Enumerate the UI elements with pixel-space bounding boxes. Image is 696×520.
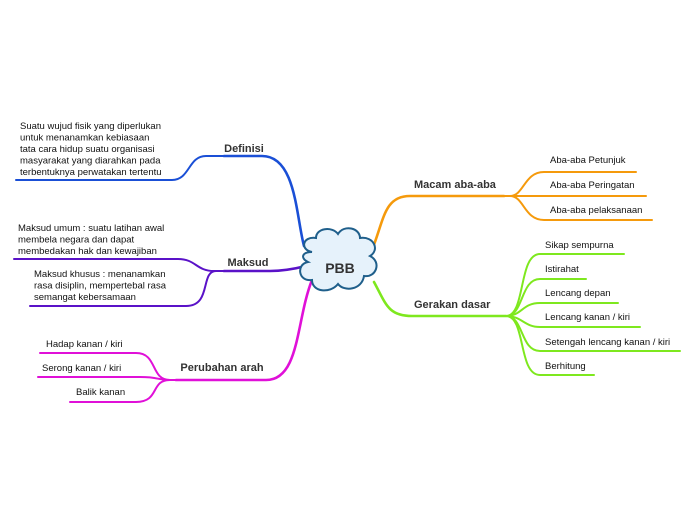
connector-perubahan-arah-leaf-2	[37, 376, 177, 381]
branch-label-gerakan-dasar: Gerakan dasar	[414, 299, 491, 311]
connector-gerakan-dasar-leaf-6	[505, 315, 595, 376]
leaf-text: Maksud umum : suatu latihan awal membela…	[18, 223, 167, 257]
connector-macam-aba-aba-leaf-3	[503, 195, 653, 221]
leaf-istirahat[interactable]: Istirahat	[545, 264, 579, 275]
central-topic-label: PBB	[325, 260, 355, 276]
branch-label-maksud: Maksud	[228, 257, 269, 269]
leaf-aba-aba-pelaksanaan[interactable]: Aba-aba pelaksanaan	[550, 205, 642, 216]
leaf-serong-kanan-kiri[interactable]: Serong kanan / kiri	[42, 363, 121, 374]
leaf-text: Serong kanan / kiri	[42, 363, 121, 374]
leaf-text: Suatu wujud fisik yang diperlukan untuk …	[20, 121, 164, 178]
leaf-aba-aba-peringatan[interactable]: Aba-aba Peringatan	[550, 180, 635, 191]
leaf-text: Berhitung	[545, 361, 586, 372]
connector-perubahan-arah	[174, 278, 314, 382]
branch-maksud[interactable]: Maksud Maksud umum : suatu latihan awal …	[18, 223, 268, 303]
leaf-sikap-sempurna[interactable]: Sikap sempurna	[545, 240, 614, 251]
cloud-icon	[299, 227, 378, 292]
connector-definisi-leaf-1	[15, 155, 225, 181]
leaf-lencang-depan[interactable]: Lencang depan	[545, 288, 611, 299]
leaf-text: Setengah lencang kanan / kiri	[545, 337, 670, 348]
leaf-text: Aba-aba Petunjuk	[550, 155, 626, 166]
branch-macam-aba-aba[interactable]: Macam aba-aba Aba-aba Petunjuk Aba-aba P…	[414, 155, 642, 216]
leaf-text: Hadap kanan / kiri	[46, 339, 123, 350]
branch-perubahan-arah[interactable]: Perubahan arah Hadap kanan / kiri Serong…	[42, 339, 264, 398]
leaf-text: Balik kanan	[76, 387, 125, 398]
connector-macam-aba-aba	[370, 194, 506, 252]
connector-maksud-leaf-2	[29, 270, 225, 307]
leaf-text: Aba-aba Peringatan	[550, 180, 635, 191]
connector-gerakan-dasar	[372, 280, 508, 318]
leaf-text: Lencang depan	[545, 288, 611, 299]
leaf-text: Lencang kanan / kiri	[545, 312, 630, 323]
leaf-hadap-kanan-kiri[interactable]: Hadap kanan / kiri	[46, 339, 123, 350]
leaf-maksud-umum[interactable]: Maksud umum : suatu latihan awal membela…	[18, 223, 167, 257]
leaf-maksud-khusus[interactable]: Maksud khusus : menanamkan rasa disiplin…	[34, 269, 169, 303]
branch-label-perubahan-arah: Perubahan arah	[180, 362, 263, 374]
leaf-text: Aba-aba pelaksanaan	[550, 205, 642, 216]
leaf-aba-aba-petunjuk[interactable]: Aba-aba Petunjuk	[550, 155, 626, 166]
leaf-lencang-kanan-kiri[interactable]: Lencang kanan / kiri	[545, 312, 630, 323]
central-topic[interactable]: PBB	[299, 227, 378, 292]
leaf-setengah-lencang[interactable]: Setengah lencang kanan / kiri	[545, 337, 670, 348]
leaf-balik-kanan[interactable]: Balik kanan	[76, 387, 125, 398]
branch-label-definisi: Definisi	[224, 143, 264, 155]
connector-layer	[13, 154, 681, 403]
leaf-text: Maksud khusus : menanamkan rasa disiplin…	[34, 269, 169, 303]
branch-gerakan-dasar[interactable]: Gerakan dasar Sikap sempurna Istirahat L…	[414, 240, 670, 372]
branch-definisi[interactable]: Definisi Suatu wujud fisik yang diperluk…	[20, 121, 264, 178]
branch-label-macam-aba-aba: Macam aba-aba	[414, 179, 497, 191]
leaf-text: Sikap sempurna	[545, 240, 614, 251]
leaf-definisi-1[interactable]: Suatu wujud fisik yang diperlukan untuk …	[20, 121, 164, 178]
leaf-berhitung[interactable]: Berhitung	[545, 361, 586, 372]
connector-perubahan-arah-leaf-3	[69, 379, 177, 403]
connector-definisi	[222, 154, 306, 248]
leaf-text: Istirahat	[545, 264, 579, 275]
